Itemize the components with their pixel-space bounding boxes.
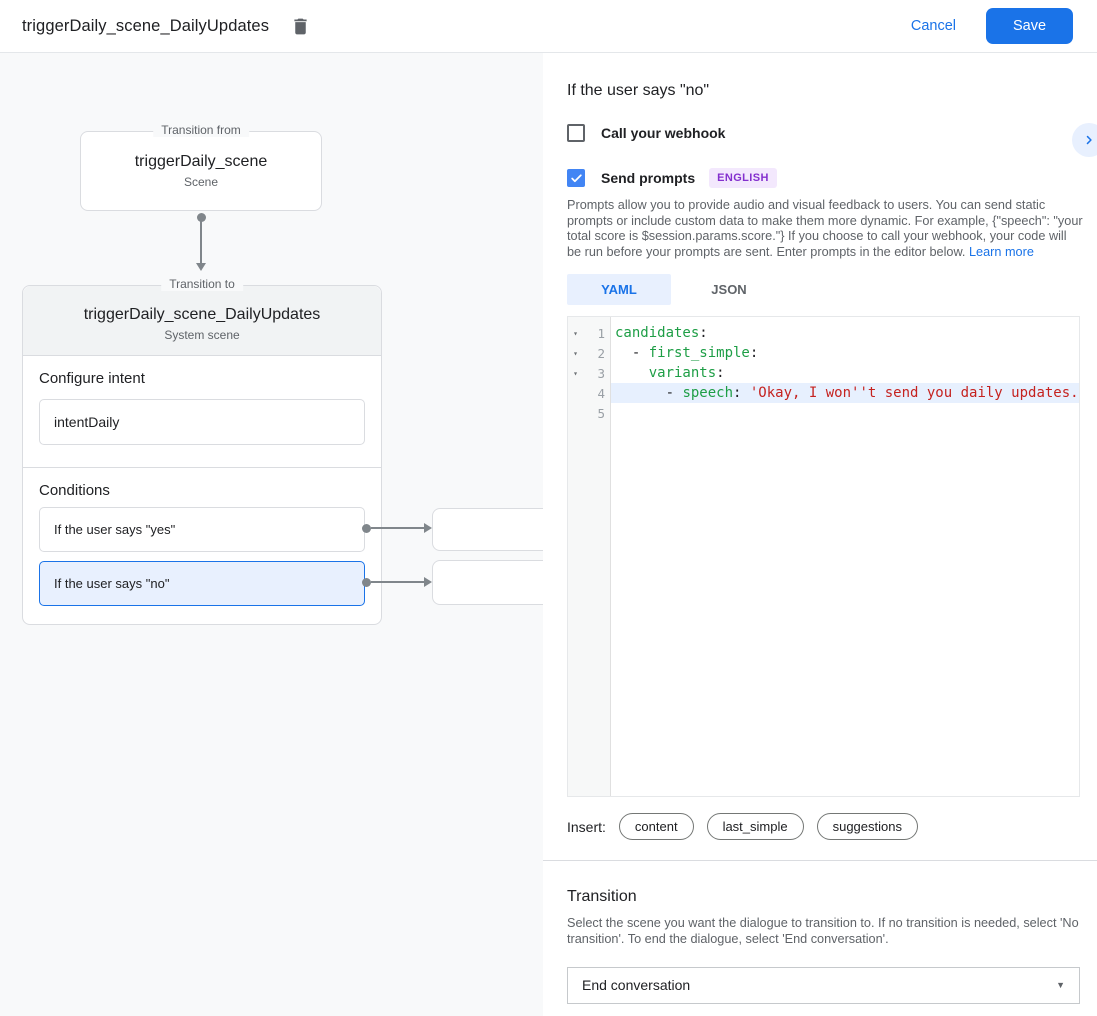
from-node-subtitle: Scene (183, 175, 219, 189)
condition-line (371, 527, 424, 529)
code-editor[interactable]: ▾ 1 ▾ 2 ▾ 3 4 5 candidates: - first_simple: var… (567, 316, 1080, 798)
transition-dropdown[interactable]: End conversation ▼ (567, 966, 1080, 1004)
transition-description: Select the scene you want the dialogue t… (567, 916, 1079, 946)
code-line[interactable]: - speech: 'Okay, I won''t send you daily… (611, 383, 1079, 404)
code-token: - (615, 385, 683, 402)
code-line[interactable]: candidates: (611, 323, 1079, 343)
insert-chip-suggestions[interactable]: suggestions (816, 813, 918, 841)
condition-item-no[interactable]: If the user says "no" (39, 561, 365, 606)
panel-title: If the user says "no" (567, 82, 710, 99)
learn-more-link[interactable]: Learn more (969, 244, 1034, 259)
checkmark-icon (570, 172, 583, 185)
language-badge: ENGLISH (709, 168, 777, 188)
tab-yaml[interactable]: YAML (567, 274, 671, 306)
insert-chip-last-simple[interactable]: last_simple (706, 813, 804, 841)
code-token: : (749, 345, 759, 362)
code-line[interactable]: variants: (611, 363, 1079, 383)
code-line[interactable]: - first_simple: (611, 343, 1079, 363)
line-number: 5 (597, 405, 605, 421)
insert-chip-content[interactable]: content (618, 813, 694, 841)
code-token (615, 365, 649, 381)
send-prompts-label: Send prompts (601, 170, 696, 186)
transition-dropdown-value: End conversation (582, 977, 691, 994)
condition-detail-panel: If the user says "no" Call your webhook … (543, 53, 1097, 1016)
line-number: 1 (597, 325, 605, 341)
code-token: : (716, 365, 725, 382)
line-number: 3 (597, 365, 605, 381)
transition-section-title: Transition (567, 888, 637, 906)
page-title: triggerDaily_scene_DailyUpdates (22, 16, 270, 35)
code-token: speech (682, 385, 734, 402)
to-card-subtitle: System scene (164, 328, 240, 342)
condition-arrowhead-icon (424, 523, 432, 533)
code-token: : (733, 385, 750, 402)
code-token: candidates (615, 325, 700, 342)
code-token: 'Okay, I won''t send you daily updates.' (749, 385, 1079, 402)
editor-format-tabs: YAML JSON (567, 274, 1080, 306)
condition-dot (362, 524, 371, 533)
fold-toggle-icon[interactable]: ▾ (573, 328, 578, 338)
from-node-title: triggerDaily_scene (134, 153, 268, 170)
transition-to-card: Transition to triggerDaily_scene_DailyUp… (22, 277, 382, 625)
webhook-checkbox[interactable] (567, 124, 585, 142)
connector-dot (197, 213, 206, 222)
configure-intent-label: Configure intent (39, 370, 145, 387)
line-number: 4 (597, 385, 605, 401)
tab-json[interactable]: JSON (711, 282, 747, 298)
fold-toggle-icon[interactable]: ▾ (573, 368, 578, 378)
transition-target-box[interactable] (432, 560, 543, 605)
prompts-description: Prompts allow you to provide audio and v… (567, 198, 1083, 260)
editor-code[interactable]: candidates: - first_simple: variants: - … (611, 317, 1079, 796)
delete-button[interactable] (287, 13, 313, 39)
connector-line (200, 220, 202, 264)
line-number: 2 (597, 345, 605, 361)
cancel-button[interactable]: Cancel (910, 18, 956, 34)
conditions-label: Conditions (39, 482, 110, 499)
condition-dot (362, 578, 371, 587)
connector-arrowhead-icon (196, 263, 206, 271)
code-token: : (699, 325, 708, 342)
collapse-panel-button[interactable] (1072, 123, 1097, 157)
code-token: first_simple (648, 345, 750, 362)
prompts-description-text: Prompts allow you to provide audio and v… (567, 198, 1083, 259)
dropdown-caret-icon: ▼ (1056, 980, 1065, 991)
fold-toggle-icon[interactable]: ▾ (573, 348, 578, 358)
insert-label: Insert: (567, 818, 606, 835)
condition-arrowhead-icon (424, 577, 432, 587)
editor-gutter[interactable]: ▾ 1 ▾ 2 ▾ 3 4 5 (568, 317, 611, 797)
transition-from-legend: Transition from (153, 123, 249, 137)
section-divider (543, 860, 1097, 862)
transition-to-legend: Transition to (161, 277, 243, 291)
condition-line (371, 581, 424, 583)
transition-target-box[interactable] (432, 508, 543, 551)
condition-item-yes[interactable]: If the user says "yes" (39, 507, 365, 552)
intent-input[interactable]: intentDaily (39, 399, 365, 445)
send-prompts-checkbox[interactable] (567, 169, 585, 187)
code-line[interactable] (611, 403, 1079, 423)
to-card-header: triggerDaily_scene_DailyUpdates System s… (23, 286, 381, 356)
top-bar: triggerDaily_scene_DailyUpdates Cancel S… (0, 0, 1097, 53)
webhook-label: Call your webhook (601, 125, 726, 141)
trash-icon (290, 16, 311, 37)
to-card-title: triggerDaily_scene_DailyUpdates (83, 306, 321, 323)
code-token: - (615, 345, 649, 362)
save-button[interactable]: Save (986, 8, 1073, 44)
scene-diagram-canvas: Transition from triggerDaily_scene Scene… (0, 53, 543, 1016)
configure-intent-section: Configure intent intentDaily (23, 356, 381, 467)
chevron-right-icon (1080, 131, 1097, 149)
code-token: variants (648, 365, 717, 382)
conditions-section: Conditions If the user says "yes" If the… (23, 467, 381, 624)
transition-from-node[interactable]: Transition from triggerDaily_scene Scene (80, 123, 322, 211)
